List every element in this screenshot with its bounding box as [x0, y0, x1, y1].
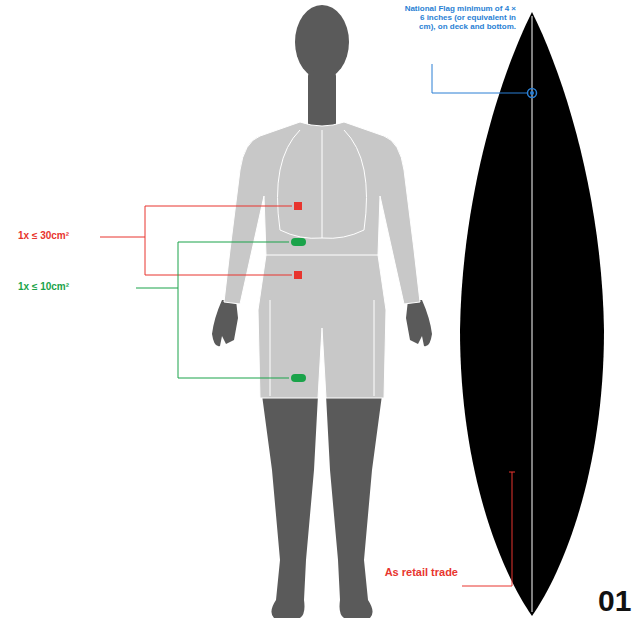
logo-mark-30 — [294, 202, 302, 210]
leader-line — [432, 64, 527, 93]
leader-line — [462, 472, 515, 586]
retail-note: As retail trade — [380, 566, 458, 579]
left-leg — [262, 395, 318, 618]
neck — [308, 70, 336, 130]
size-limit-label: 1x ≤ 10cm² — [18, 281, 138, 293]
page-number: 01 — [598, 586, 638, 616]
flag-note: National Flag minimum of 4 × 6 inches (o… — [404, 4, 516, 32]
left-hand — [212, 300, 238, 346]
head — [295, 5, 349, 79]
figure — [212, 5, 432, 618]
flag-marker — [530, 91, 534, 95]
logo-mark-10 — [291, 374, 306, 382]
stringer — [532, 16, 533, 612]
wetsuit — [224, 122, 420, 398]
leader-line — [136, 242, 289, 378]
size-limit-label: 1x ≤ 30cm² — [18, 230, 108, 242]
surfboard — [460, 12, 604, 616]
logo-mark-10 — [291, 238, 306, 246]
wetsuit-seams — [264, 130, 380, 396]
leader-line — [100, 206, 292, 275]
flag-marker — [528, 89, 537, 98]
right-leg — [326, 395, 382, 618]
logo-mark-30 — [294, 271, 302, 279]
right-hand — [406, 300, 432, 346]
